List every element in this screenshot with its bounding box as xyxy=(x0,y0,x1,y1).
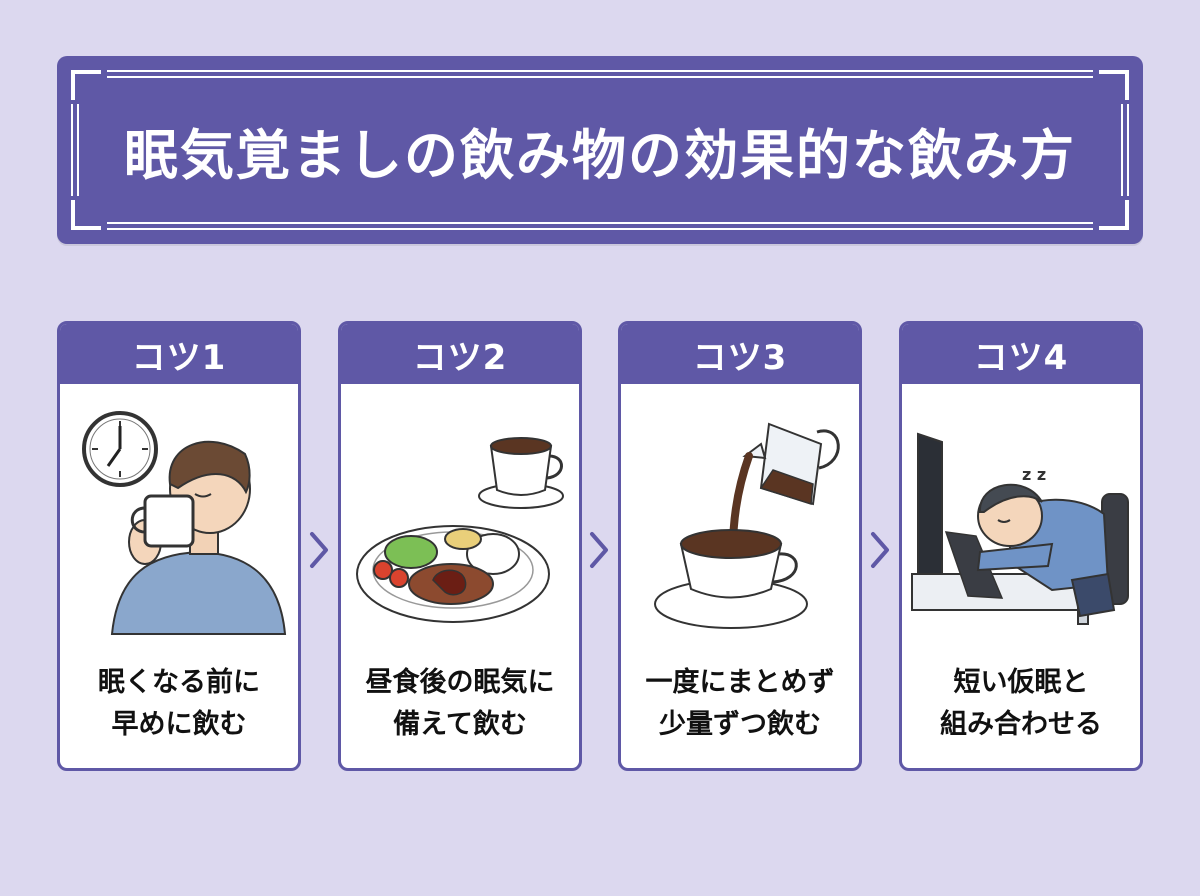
caption-line: 昼食後の眠気に xyxy=(365,667,555,698)
napping-at-desk-icon: z z xyxy=(911,432,1129,625)
tip-card-3: コツ3 一度にまとめず 少量ずつ飲む xyxy=(618,321,862,771)
lunch-plate-icon xyxy=(356,437,564,623)
banner-line xyxy=(1127,104,1129,196)
banner-line xyxy=(1121,104,1123,196)
tip-caption: 一度にまとめず 少量ずつ飲む xyxy=(621,662,859,746)
caption-line: 少量ずつ飲む xyxy=(659,709,821,740)
tip-label: コツ4 xyxy=(902,324,1140,384)
caption-line: 短い仮眠と xyxy=(953,667,1089,698)
tip-card-1: コツ1 眠くなる前に 早めに飲む xyxy=(57,321,301,771)
corner-bracket xyxy=(71,200,101,230)
drinking-person-icon xyxy=(82,411,287,635)
banner-line xyxy=(77,104,79,196)
tip-caption: 眠くなる前に 早めに飲む xyxy=(60,662,298,746)
banner-line xyxy=(107,222,1093,224)
banner-line xyxy=(107,228,1093,230)
banner-line xyxy=(107,76,1093,78)
caption-line: 備えて飲む xyxy=(393,709,527,740)
corner-bracket xyxy=(1099,200,1129,230)
tip-caption: 短い仮眠と 組み合わせる xyxy=(902,662,1140,746)
tip-caption: 昼食後の眠気に 備えて飲む xyxy=(341,662,579,746)
banner-line xyxy=(107,70,1093,72)
chevron-right-icon xyxy=(871,532,889,568)
title-banner: 眠気覚ましの飲み物の効果的な飲み方 xyxy=(57,56,1143,244)
banner-line xyxy=(71,104,73,196)
tip-card-4: コツ4 z z 短い仮眠と 組み合わせる xyxy=(899,321,1143,771)
tip-label: コツ1 xyxy=(60,324,298,384)
tip-label: コツ3 xyxy=(621,324,859,384)
caption-line: 組み合わせる xyxy=(940,709,1102,740)
chevron-right-icon xyxy=(310,532,328,568)
corner-bracket xyxy=(1099,70,1129,100)
sleep-z-icon: z z xyxy=(1022,465,1046,484)
chevron-right-icon xyxy=(590,532,608,568)
caption-line: 早めに飲む xyxy=(111,709,247,740)
page-title: 眠気覚ましの飲み物の効果的な飲み方 xyxy=(124,123,1076,187)
caption-line: 眠くなる前に xyxy=(98,667,260,698)
caption-line: 一度にまとめず xyxy=(645,667,835,698)
tip-card-2: コツ2 昼食後の眠気に 備えて飲む xyxy=(338,321,582,771)
corner-bracket xyxy=(71,70,101,100)
pouring-coffee-icon xyxy=(654,422,840,629)
tip-label: コツ2 xyxy=(341,324,579,384)
